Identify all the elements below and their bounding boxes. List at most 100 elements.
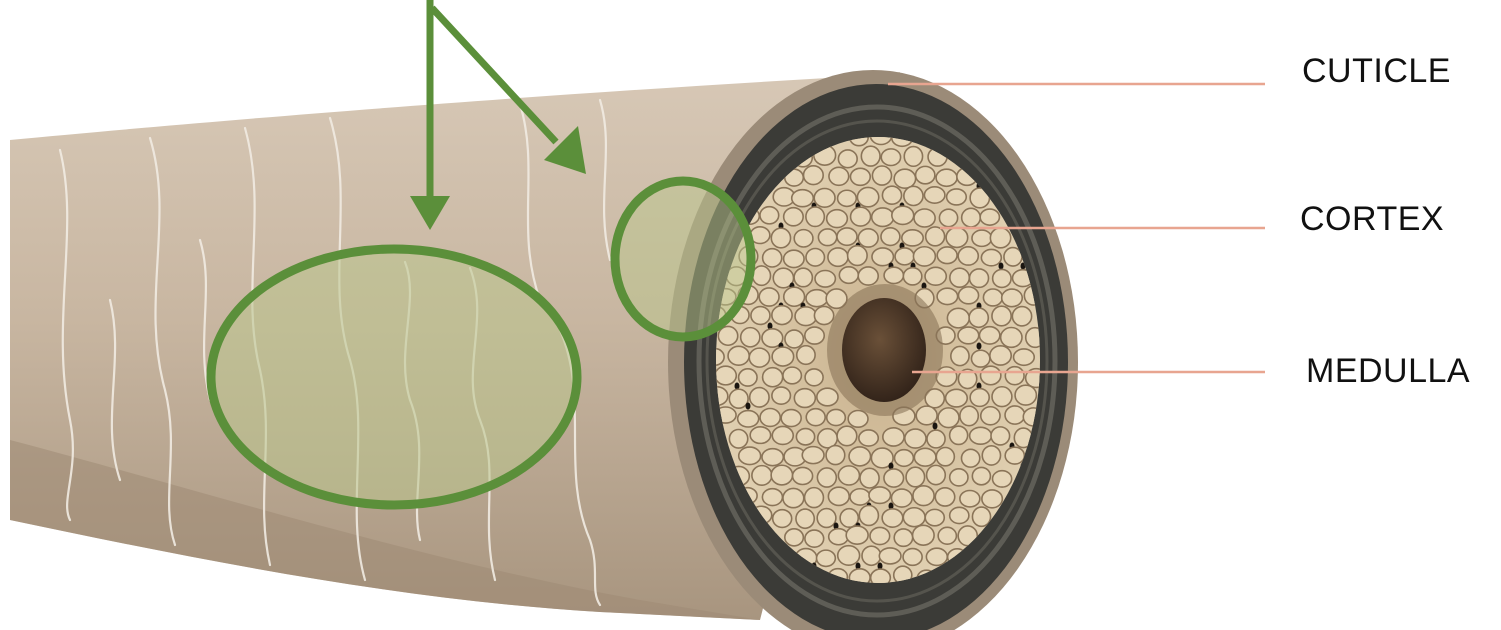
- cortex-cell: [793, 467, 813, 484]
- cortex-cell: [950, 469, 968, 486]
- cortex-cell: [796, 429, 814, 445]
- cortex-cell: [858, 229, 878, 247]
- cortex-cell: [762, 489, 782, 506]
- cortex-cell: [914, 209, 935, 227]
- cortex-cell: [981, 249, 1001, 265]
- cortex-cell: [849, 447, 871, 466]
- cortex-cell: [981, 366, 1001, 385]
- cortex-cell: [784, 250, 804, 267]
- cortex-cell: [784, 208, 804, 226]
- cortex-cell: [848, 246, 868, 266]
- cortex-cell: [961, 449, 979, 467]
- cortex-cell: [992, 387, 1012, 407]
- cortex-cell: [982, 490, 1002, 508]
- cortex-cell: [785, 330, 803, 348]
- cortex-cell: [993, 471, 1012, 487]
- cortex-cell: [990, 346, 1011, 365]
- cortex-cell: [990, 228, 1010, 248]
- cortex-cell: [892, 206, 914, 224]
- cortex-cell: [879, 548, 901, 564]
- cortex-cell: [903, 549, 922, 566]
- cortex-cell: [992, 306, 1011, 326]
- cortex-cell: [750, 427, 770, 444]
- cortex-cell: [958, 327, 979, 344]
- cortex-cell: [838, 546, 860, 565]
- cortex-cell: [938, 408, 959, 428]
- cortex-cell: [861, 146, 880, 166]
- cortex-cell: [1005, 406, 1025, 424]
- cortex-cell: [827, 409, 846, 425]
- cortex-cell: [817, 468, 836, 487]
- cortex-cell: [969, 308, 988, 327]
- cortex-cell: [772, 306, 792, 325]
- cortex-cell: [951, 346, 969, 365]
- cortex-cell: [937, 247, 957, 264]
- cortex-cell: [828, 248, 848, 266]
- cortex-cell: [1012, 307, 1031, 326]
- cortex-cell: [837, 228, 857, 245]
- cortex-cell: [913, 247, 935, 266]
- cortex-cell: [815, 271, 835, 288]
- cortex-cell: [981, 407, 1000, 425]
- cortex-cell: [783, 488, 804, 507]
- cortex-cell: [970, 427, 992, 444]
- cortex-cell: [884, 267, 903, 283]
- cortex-cell: [794, 389, 815, 408]
- cortex-cell: [817, 550, 836, 566]
- cortex-cell: [805, 369, 823, 386]
- cortex-cell: [858, 267, 878, 285]
- cortex-cell: [882, 186, 901, 204]
- cortex-label: CORTEX: [1300, 200, 1444, 239]
- cortex-cell: [1002, 289, 1023, 307]
- cortex-pore: [999, 263, 1004, 270]
- cortex-cell: [927, 430, 945, 448]
- cortex-cell: [794, 230, 813, 247]
- cortex-cell: [763, 249, 782, 267]
- cortex-cell: [904, 147, 922, 167]
- cortex-cell: [980, 209, 999, 225]
- cortex-cell: [829, 529, 849, 545]
- cortex-cell: [795, 307, 817, 326]
- cortex-cell: [925, 509, 944, 525]
- cortex-cell: [946, 389, 968, 407]
- cortex-cell: [850, 168, 870, 185]
- cortex-cell: [729, 389, 748, 408]
- cortex-cell: [960, 490, 980, 506]
- cortex-cell: [749, 348, 769, 367]
- cortex-cell: [752, 466, 772, 486]
- cortex-cell: [806, 207, 824, 227]
- cortex-cell: [926, 548, 947, 565]
- cortex-cell: [848, 410, 868, 427]
- medulla-label: MEDULLA: [1306, 352, 1470, 391]
- cortex-cell: [906, 467, 925, 487]
- cortex-cell: [870, 527, 890, 544]
- cortex-cell: [739, 369, 757, 386]
- cortex-cell: [982, 446, 1000, 465]
- cortex-cell: [1005, 367, 1024, 385]
- cortex-cell: [738, 411, 759, 427]
- cortex-cell: [972, 230, 992, 246]
- cortex-cell: [729, 429, 747, 448]
- cortex-cell: [916, 406, 937, 425]
- cortex-cell: [804, 166, 824, 185]
- cortex-cell: [760, 207, 779, 224]
- cortex-cell: [837, 426, 857, 446]
- highlight-shaft-surface: [211, 249, 577, 505]
- cortex-cell: [759, 288, 779, 306]
- cortex-cell: [752, 266, 770, 285]
- cortex-cell: [741, 328, 760, 347]
- cortex-cell: [850, 489, 870, 505]
- cortex-cell: [771, 465, 792, 485]
- cortex-cell: [937, 288, 958, 304]
- cortex-cell: [960, 406, 978, 425]
- cortex-cell: [739, 447, 761, 464]
- cortex-cell: [806, 248, 824, 266]
- cortex-cell: [860, 468, 879, 488]
- cortex-cell: [914, 448, 936, 466]
- cortex-cell: [814, 189, 835, 208]
- cortex-cell: [905, 429, 926, 448]
- cortex-cell: [772, 426, 793, 444]
- cortex-cell: [751, 307, 770, 325]
